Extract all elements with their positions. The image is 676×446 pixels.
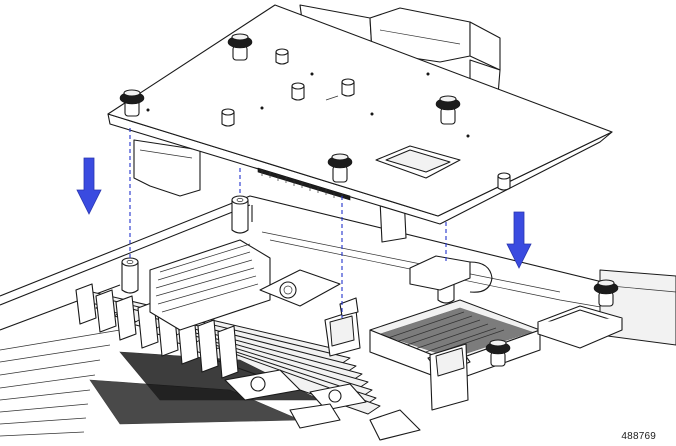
riser-board [107, 4, 613, 243]
socket-frame-right [537, 305, 623, 349]
vrm-heatsink [149, 239, 271, 331]
thumbscrew-3 [435, 95, 461, 125]
captive-thumbscrews [119, 33, 619, 367]
thumbscrew-2 [227, 33, 253, 61]
thumbscrew-5 [593, 279, 619, 307]
down-arrow-right [506, 211, 532, 269]
motherboard-details [224, 269, 421, 441]
rear-connector-blocks [299, 4, 501, 96]
thumbscrew-1 [119, 89, 145, 117]
standoffs [121, 195, 493, 304]
down-arrow-left [76, 157, 102, 215]
figure-id-label: 488769 [621, 431, 656, 442]
riser-connectors [324, 297, 469, 411]
thumbscrew-4 [327, 153, 353, 183]
alignment-guides [129, 128, 447, 318]
thumbscrew-6 [485, 339, 511, 367]
